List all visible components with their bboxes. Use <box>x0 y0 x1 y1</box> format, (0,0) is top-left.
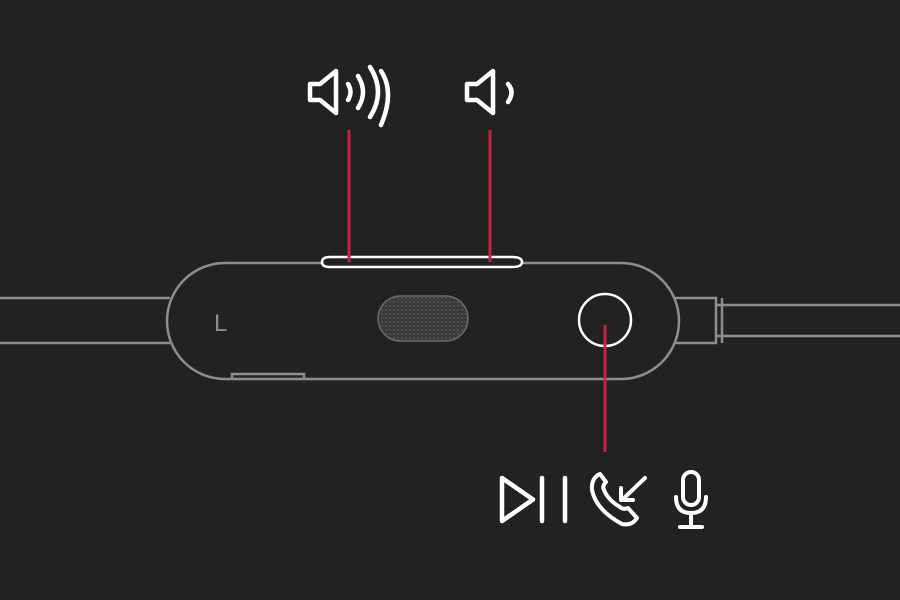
microphone-grille <box>377 295 469 342</box>
volume-down-icon <box>464 68 514 116</box>
remote-seam <box>230 372 306 379</box>
side-label: L <box>214 310 227 337</box>
cable-left <box>0 296 170 345</box>
volume-rocker[interactable] <box>320 255 524 269</box>
answer-call-icon <box>589 472 647 527</box>
microphone-icon <box>674 470 708 529</box>
cable-right <box>673 296 900 345</box>
volume-up-icon <box>307 64 391 128</box>
play-pause-icon <box>499 475 568 524</box>
